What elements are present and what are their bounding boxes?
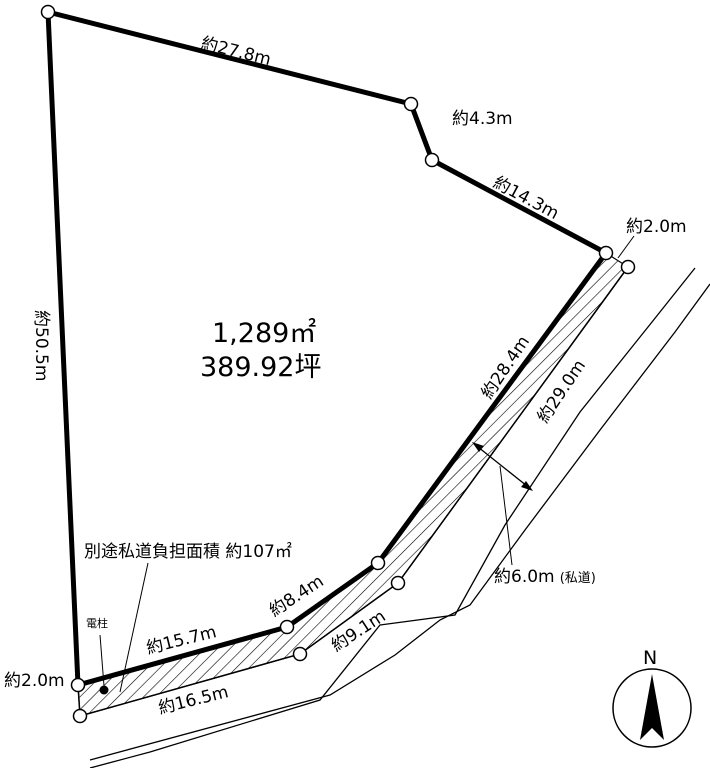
- edge-top-label: 約27.8m: [199, 33, 273, 70]
- corner-right-leader: [617, 235, 635, 259]
- corner-marker: [292, 646, 308, 662]
- private-road-share-label: 別途私道負担面積 約107㎡: [84, 542, 292, 562]
- corner-marker: [390, 575, 406, 591]
- road-boundary: [89, 283, 710, 761]
- utility-pole-marker: [99, 685, 109, 695]
- north-indicator: N: [612, 647, 692, 748]
- corner-marker: [72, 708, 88, 724]
- corner-marker: [40, 4, 56, 20]
- corner-marker: [279, 619, 295, 635]
- road-type: (私道): [560, 571, 596, 586]
- corner-marker: [598, 245, 614, 261]
- corner-marker: [403, 96, 419, 112]
- road-width-arrow: [477, 446, 528, 487]
- road-edge-upper: [89, 267, 696, 768]
- corner-marker: [620, 259, 636, 275]
- utility-pole-label: 電柱: [86, 616, 108, 630]
- edge-notch-label: 約4.3m: [452, 109, 513, 129]
- area-tsubo: 389.92坪: [200, 352, 321, 383]
- private-road-share-leader: [119, 562, 149, 693]
- edge-left-label: 約50.5m: [31, 310, 51, 381]
- edge-corner-left-label: 約2.0m: [4, 671, 65, 691]
- corner-marker: [424, 152, 440, 168]
- corner-marker: [70, 677, 86, 693]
- area-m2: 1,289㎡: [212, 318, 316, 349]
- road-width-arrowhead-end: [521, 481, 533, 491]
- road-width-leader: [499, 465, 513, 566]
- utility-pole-leader: [99, 634, 105, 687]
- north-arrow-icon: [640, 674, 664, 740]
- road-width-value: 約6.0m: [494, 567, 555, 587]
- north-label: N: [643, 647, 657, 669]
- road-width-label: 約6.0m (私道): [494, 567, 596, 587]
- edge-corner-right-label: 約2.0m: [626, 217, 687, 237]
- lot-boundary: [45, 9, 609, 688]
- corner-markers: [40, 4, 636, 724]
- corner-marker: [370, 555, 386, 571]
- road-width-arrowhead-start: [472, 442, 484, 452]
